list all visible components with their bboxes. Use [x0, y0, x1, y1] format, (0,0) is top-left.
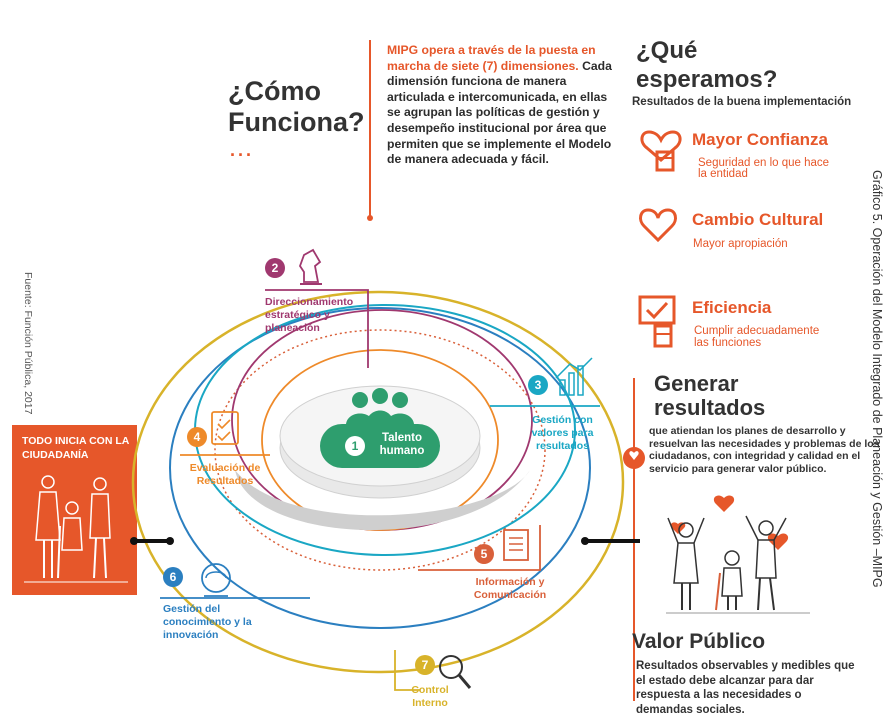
generar-line1: Generar	[654, 371, 739, 396]
que-title-line2: esperamos?	[636, 66, 778, 93]
que-esperamos-title: ¿Qué esperamos?	[636, 36, 777, 94]
hand-heart-icon	[640, 130, 682, 172]
result-sub-1a: Seguridad en lo que hace	[698, 157, 830, 169]
mipg-accent-line	[367, 40, 373, 221]
people-icon	[346, 388, 414, 424]
base-swoosh	[235, 470, 530, 531]
magnifier-icon	[439, 655, 472, 689]
badge-dimension-3: 3	[528, 375, 548, 395]
label-dimension-6: Gestión del conocimiento y la innovación	[163, 603, 252, 641]
happy-citizens-illustration	[666, 495, 810, 614]
como-title-line2: Funciona?	[228, 107, 365, 137]
document-icon	[503, 529, 529, 561]
badge-dimension-6: 6	[163, 567, 183, 587]
ring-informacion	[214, 329, 546, 571]
bar-chart-icon	[555, 357, 593, 396]
mipg-highlight: MIPG opera a través de la puesta en marc…	[387, 43, 596, 73]
talento-humano-pill	[320, 424, 440, 468]
mipg-paragraph: MIPG opera a través de la puesta en marc…	[387, 43, 612, 168]
como-dots: ...	[230, 140, 255, 160]
result-sub-3b: las funciones	[694, 337, 762, 349]
result-title-1: Mayor Confianza	[692, 130, 829, 149]
ring-gestion-conocimiento	[169, 307, 591, 629]
como-funciona-title: ¿Cómo Funciona?	[228, 76, 365, 138]
badge-dimension-1: 1	[345, 436, 365, 456]
que-title-line1: ¿Qué	[636, 37, 698, 64]
label-dimension-3: Gestión con valores para resultados	[531, 414, 594, 452]
label-dimension-7: Control Interno	[411, 684, 449, 709]
badge-dimension-2: 2	[265, 258, 285, 278]
ring-control-interno	[131, 290, 625, 674]
ring-evaluacion	[261, 349, 499, 531]
como-title-line1: ¿Cómo	[228, 76, 321, 106]
chess-knight-icon	[298, 248, 322, 285]
citizens-illustration	[24, 475, 128, 583]
result-sub-1b: la entidad	[698, 168, 748, 180]
result-title-2: Cambio Cultural	[692, 210, 824, 229]
generar-text: que atiendan los planes de desarrollo y …	[649, 425, 880, 475]
generar-title: Generar resultados	[654, 372, 765, 420]
result-sub-3a: Cumplir adecuadamente	[694, 325, 820, 337]
heart-icon	[639, 208, 677, 243]
label-dimension-4: Evaluación de Resultados	[189, 462, 261, 487]
ciudadania-title: TODO INICIA CON LA CIUDADANÍA	[22, 435, 129, 461]
mipg-body: Cada dimensión funciona de manera articu…	[387, 58, 612, 167]
badge-dimension-5: 5	[474, 544, 494, 564]
badge-dimension-7: 7	[415, 655, 435, 675]
brain-head-icon	[201, 563, 231, 597]
result-title-3: Eficiencia	[692, 298, 772, 317]
ciudadania-box	[12, 425, 137, 595]
label-dimension-2: Direccionamiento estratégico y planeació…	[265, 296, 354, 334]
que-subtitle: Resultados de la buena implementación	[632, 96, 852, 108]
valor-publico-text: Resultados observables y medibles que el…	[636, 660, 855, 716]
badge-dimension-4: 4	[187, 427, 207, 447]
hand-check-icon	[638, 295, 676, 348]
checklist-icon	[211, 411, 239, 445]
result-sub-2a: Mayor apropiación	[693, 238, 788, 250]
label-dimension-5: Información y Comunicación	[473, 576, 547, 601]
generar-line2: resultados	[654, 395, 766, 420]
label-dimension-1: Talento humano	[379, 432, 425, 457]
valor-publico-title: Valor Público	[632, 630, 766, 653]
